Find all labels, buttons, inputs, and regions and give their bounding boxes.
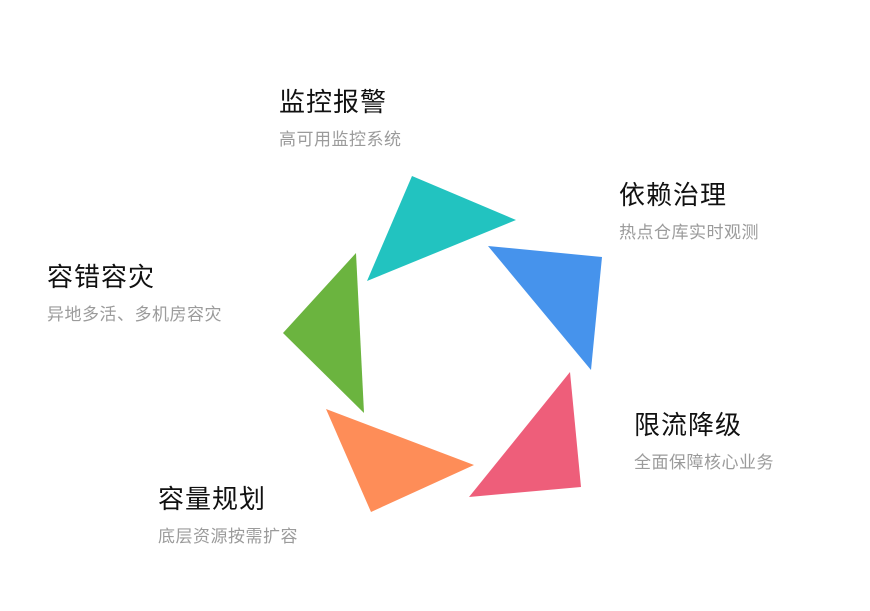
capacity-triangle: [326, 409, 474, 512]
dependency-triangle: [488, 246, 602, 370]
label-rate-limit: 限流降级 全面保障核心业务: [634, 413, 774, 472]
disaster-recovery-triangle: [283, 253, 364, 413]
monitoring-triangle: [367, 176, 516, 281]
capacity-desc: 底层资源按需扩容: [158, 527, 298, 547]
monitoring-title: 监控报警: [279, 88, 388, 118]
disaster-recovery-title: 容错容灾: [47, 263, 156, 293]
dependency-desc: 热点仓库实时观测: [619, 223, 759, 243]
rate-limit-desc: 全面保障核心业务: [634, 453, 774, 473]
label-dependency: 依赖治理 热点仓库实时观测: [619, 183, 759, 242]
dependency-title: 依赖治理: [619, 181, 728, 211]
capacity-title: 容量规划: [158, 485, 267, 515]
label-monitoring: 监控报警 高可用监控系统: [279, 90, 402, 149]
label-capacity: 容量规划 底层资源按需扩容: [158, 487, 298, 546]
monitoring-desc: 高可用监控系统: [279, 130, 402, 150]
rate-limit-title: 限流降级: [634, 411, 743, 441]
disaster-recovery-desc: 异地多活、多机房容灾: [47, 305, 222, 325]
label-disaster-recovery: 容错容灾 异地多活、多机房容灾: [47, 265, 222, 324]
rate-limit-triangle: [469, 372, 581, 497]
